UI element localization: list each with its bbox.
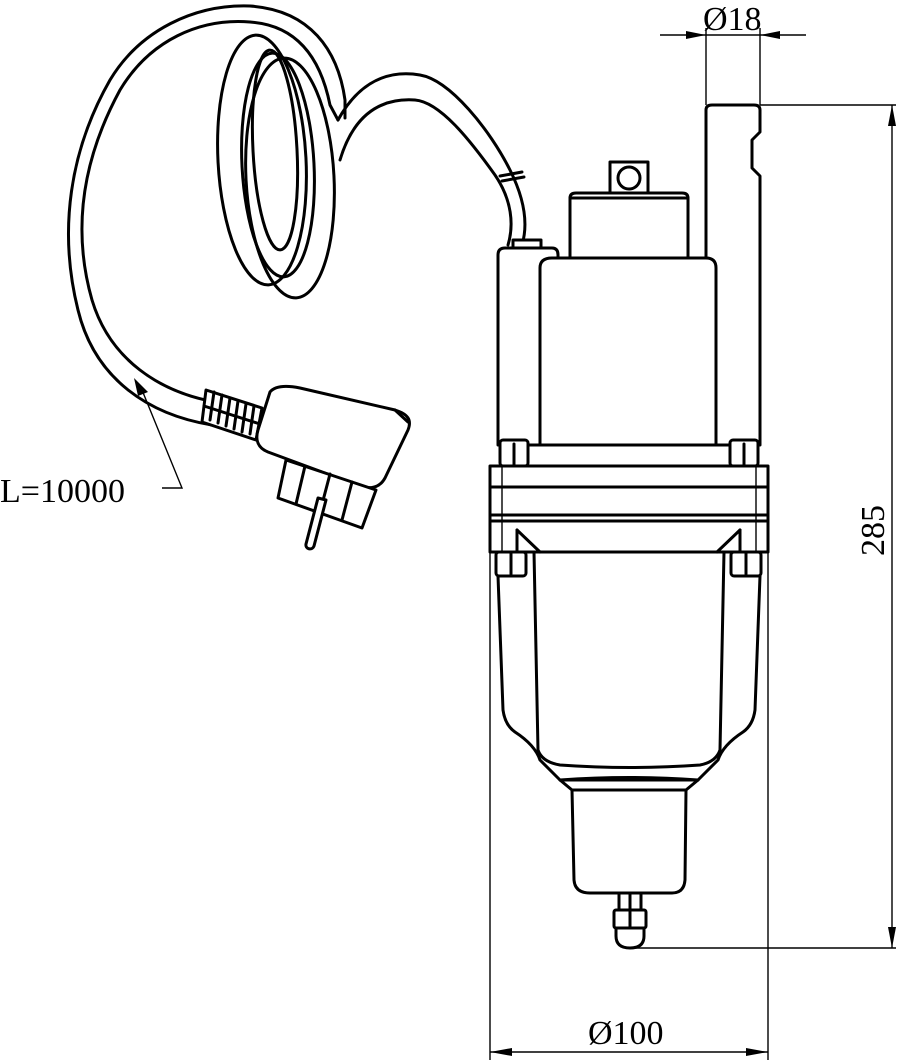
outlet-diameter-label: Ø18: [703, 1, 762, 38]
motor-housing: [538, 256, 718, 447]
height-dimension: 285: [634, 104, 896, 949]
height-label: 285: [855, 505, 892, 556]
outlet-diameter-dimension: Ø18: [660, 1, 806, 105]
top-cap: [568, 191, 690, 264]
body-diameter-dimension: Ø100: [489, 552, 769, 1060]
cable-gland: [511, 238, 543, 250]
cable-band: [498, 170, 524, 178]
body-diameter-label: Ø100: [588, 1015, 664, 1052]
flange: [488, 464, 770, 554]
bottom-fitting: [612, 891, 648, 950]
pump-body: [488, 103, 770, 950]
power-plug: [200, 384, 411, 551]
outlet-pipe: [704, 103, 762, 447]
cable-length-label: L=10000: [0, 473, 125, 510]
intake-nozzle: [570, 788, 688, 895]
power-cable: [67, 4, 527, 427]
cable-length-dimension: L=10000: [0, 378, 184, 510]
